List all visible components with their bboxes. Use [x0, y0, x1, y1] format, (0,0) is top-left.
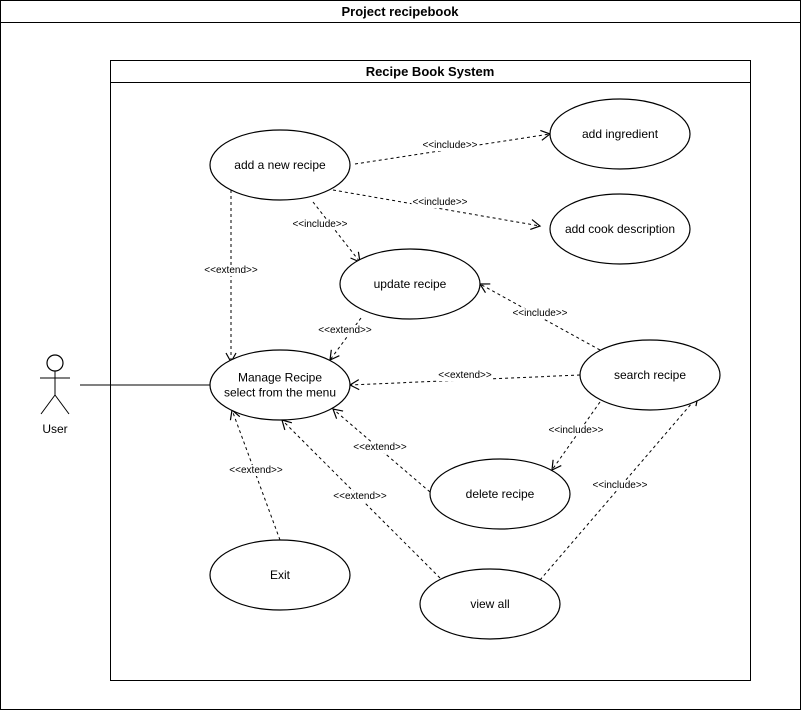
relations-layer: <<include>> <<include>> <<include>> <<exten…	[203, 129, 699, 581]
relation-label: <<extend>>	[229, 465, 283, 476]
usecase-add-cook-description[interactable]: add cook description	[549, 193, 691, 265]
usecase-shape	[549, 98, 691, 170]
relation-label: <<extend>>	[318, 325, 372, 336]
relation-line	[281, 419, 441, 579]
relation-label-bg	[291, 219, 349, 230]
actor-label: User	[42, 422, 67, 436]
relation-label-bg	[411, 197, 469, 208]
relation-label: <<include>>	[412, 197, 467, 208]
relation-view-all-to-search-recipe: <<include>>	[539, 395, 699, 581]
usecase-shape	[549, 193, 691, 265]
relation-line	[229, 408, 281, 541]
relation-line	[551, 401, 601, 472]
usecase-delete-recipe[interactable]: delete recipe	[429, 458, 571, 530]
relation-label-bg	[203, 265, 259, 276]
actor-left-leg	[40, 394, 56, 415]
usecase-label: Exit	[270, 568, 291, 582]
relation-label-bg	[511, 308, 569, 319]
usecase-shape	[339, 248, 481, 320]
relation-label-bg	[352, 442, 408, 453]
usecase-shape	[429, 458, 571, 530]
relation-delete-recipe-to-manage-recipe: <<extend>>	[332, 408, 431, 493]
usecase-label: add a new recipe	[234, 158, 326, 172]
relation-add-recipe-to-add-cook-description: <<include>>	[332, 189, 542, 230]
relation-label: <<extend>>	[438, 370, 492, 381]
relation-label: <<include>>	[292, 219, 347, 230]
usecase-shape	[209, 539, 351, 611]
relation-add-recipe-to-manage-recipe: <<extend>>	[203, 190, 259, 364]
usecase-exit[interactable]: Exit	[209, 539, 351, 611]
relation-label: <<include>>	[512, 308, 567, 319]
relation-label: <<include>>	[592, 480, 647, 491]
usecase-label: update recipe	[374, 277, 447, 291]
relation-label-bg	[317, 325, 373, 336]
relation-label: <<include>>	[548, 425, 603, 436]
relation-update-recipe-to-manage-recipe: <<extend>>	[317, 317, 373, 361]
usecase-label: add ingredient	[582, 127, 659, 141]
relation-label-bg	[228, 465, 284, 476]
usecase-label: select from the menu	[224, 386, 336, 400]
relation-label-bg	[591, 480, 649, 491]
usecase-shape	[419, 568, 561, 640]
usecase-shape	[209, 349, 351, 421]
relation-add-recipe-to-update-recipe: <<include>>	[291, 201, 361, 263]
usecase-view-all[interactable]: view all	[419, 568, 561, 640]
relation-view-all-to-manage-recipe: <<extend>>	[281, 419, 441, 579]
relation-line	[332, 189, 542, 230]
relation-label-bg	[332, 491, 388, 502]
usecase-shape	[579, 339, 721, 411]
actor-head	[46, 354, 64, 372]
actor-right-leg	[54, 394, 70, 415]
relation-label-bg	[437, 370, 493, 381]
relation-search-recipe-to-manage-recipe: <<extend>>	[348, 370, 581, 391]
relation-label: <<include>>	[422, 140, 477, 151]
relation-label-bg	[547, 425, 605, 436]
relation-search-recipe-to-update-recipe: <<include>>	[478, 283, 601, 351]
usecase-label: add cook description	[565, 222, 675, 236]
usecase-label: search recipe	[614, 368, 686, 382]
relation-label: <<extend>>	[204, 265, 258, 276]
relation-label-bg	[421, 140, 479, 151]
usecase-label: view all	[470, 597, 509, 611]
outer-frame-title: Project recipebook	[341, 4, 459, 19]
relation-search-recipe-to-delete-recipe: <<include>>	[547, 401, 605, 472]
usecase-add-ingredient[interactable]: add ingredient	[549, 98, 691, 170]
usecase-add-recipe[interactable]: add a new recipe	[209, 129, 351, 201]
system-title: Recipe Book System	[366, 64, 495, 79]
usecase-label: Manage Recipe	[238, 371, 322, 385]
relation-exit-to-manage-recipe: <<extend>>	[228, 408, 284, 541]
usecase-search-recipe[interactable]: search recipe	[579, 339, 721, 411]
relation-line	[312, 201, 361, 263]
usecase-layer: add a new recipe add ingredient add cook d…	[209, 98, 721, 640]
relation-label: <<extend>>	[333, 491, 387, 502]
relation-add-recipe-to-add-ingredient: <<include>>	[354, 129, 552, 165]
relation-label: <<extend>>	[353, 442, 407, 453]
actor-user[interactable]: User	[40, 354, 70, 436]
usecase-label: delete recipe	[466, 487, 535, 501]
usecase-update-recipe[interactable]: update recipe	[339, 248, 481, 320]
usecase-shape	[209, 129, 351, 201]
